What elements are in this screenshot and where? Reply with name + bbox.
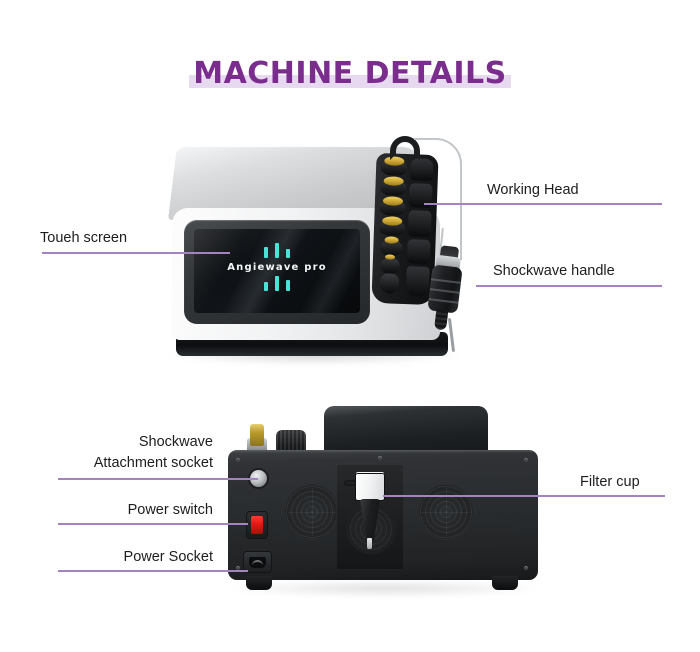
transmitter-head[interactable]: [380, 254, 400, 274]
power-socket[interactable]: [244, 552, 271, 572]
transmitter-head[interactable]: [380, 156, 408, 177]
callout-label-filter-cup: Filter cup: [580, 474, 640, 490]
leader-line-touch-screen: [42, 252, 230, 254]
shockwave-attachment-socket[interactable]: [250, 470, 267, 487]
fan-vent-left: [284, 484, 340, 540]
screen-ticks-bottom: [194, 276, 360, 291]
screw-icon: [524, 458, 528, 462]
leader-line-working-head: [424, 203, 662, 205]
transmitter-head[interactable]: [380, 176, 407, 197]
handle-strain-relief: [434, 309, 449, 331]
callout-label-power-socket: Power Socket: [123, 549, 213, 565]
handle-cable: [414, 138, 462, 260]
callout-label-attachment-socket: Shockwave Attachment socket: [93, 434, 213, 472]
callout-label-touch-screen: Toueh screen: [40, 230, 128, 246]
screen-brand-text: Angiewave pro: [227, 262, 327, 273]
leader-line-attachment-socket: [58, 478, 258, 480]
callout-label-shockwave-handle: Shockwave handle: [493, 263, 615, 279]
screw-icon: [236, 458, 240, 462]
callout-label-power-switch: Power switch: [127, 502, 213, 518]
screen-ticks-top: [194, 243, 360, 258]
leader-line-power-switch: [58, 523, 248, 525]
power-switch[interactable]: [247, 512, 267, 538]
screen-ui: Angiewave pro: [194, 243, 360, 291]
title-highlight-bar: [189, 75, 511, 88]
filter-funnel-tip: [367, 538, 372, 549]
transmitter-head[interactable]: [379, 273, 400, 294]
page-title: MACHINE DETAILS: [0, 56, 700, 91]
transmitter-head[interactable]: [379, 196, 407, 217]
touch-screen[interactable]: Angiewave pro: [194, 229, 360, 313]
page-title-text: MACHINE DETAILS: [193, 56, 507, 91]
transmitter-head[interactable]: [380, 236, 403, 256]
page-title-inner: MACHINE DETAILS: [187, 56, 513, 91]
callout-label-working-head: Working Head: [487, 182, 579, 198]
filter-funnel: [360, 499, 380, 541]
screw-icon: [524, 566, 528, 570]
transmitter-head[interactable]: [378, 216, 406, 236]
fan-vent-right: [418, 484, 474, 540]
rubber-foot: [246, 576, 272, 590]
leader-line-power-socket: [58, 570, 248, 572]
screw-icon: [378, 456, 382, 460]
screw-icon: [236, 566, 240, 570]
machine-rear-shadow: [224, 582, 546, 598]
leader-line-shockwave-handle: [476, 285, 662, 287]
filter-cup[interactable]: [356, 474, 384, 500]
leader-line-filter-cup: [383, 495, 665, 497]
rubber-foot: [492, 576, 518, 590]
gold-connector[interactable]: [250, 424, 264, 446]
